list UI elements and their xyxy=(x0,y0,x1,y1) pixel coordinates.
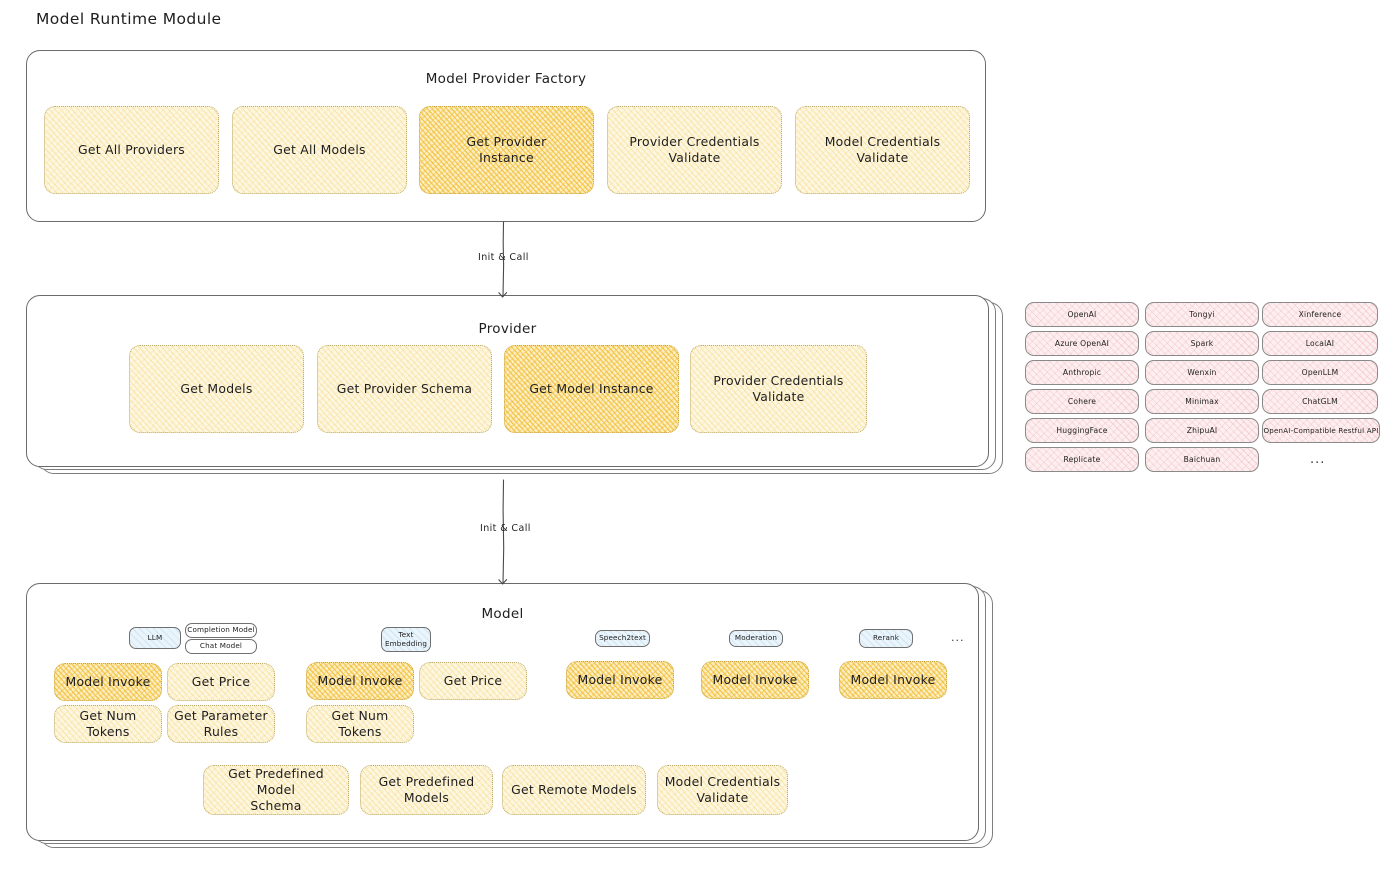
provider-chip-2-1[interactable]: LocalAI xyxy=(1262,331,1378,356)
model-method-box-2[interactable]: Get Num Tokens xyxy=(54,705,162,743)
provider-chip-2-2[interactable]: OpenLLM xyxy=(1262,360,1378,385)
model-type-pill-1[interactable]: Completion Model xyxy=(185,623,257,638)
provider-chip-0-5[interactable]: Replicate xyxy=(1025,447,1139,472)
provider-chip-0-2[interactable]: Anthropic xyxy=(1025,360,1139,385)
factory-method-box-0[interactable]: Get All Providers xyxy=(44,106,219,194)
model-method-box-7[interactable]: Model Invoke xyxy=(566,661,674,699)
provider-method-box-2[interactable]: Get Model Instance xyxy=(504,345,679,433)
provider-chip-2-0[interactable]: Xinference xyxy=(1262,302,1378,327)
provider-method-box-0[interactable]: Get Models xyxy=(129,345,304,433)
provider-list-ellipsis: ... xyxy=(1310,452,1326,467)
provider-chip-2-3[interactable]: ChatGLM xyxy=(1262,389,1378,414)
provider-chip-1-1[interactable]: Spark xyxy=(1145,331,1259,356)
provider-chip-0-4[interactable]: HuggingFace xyxy=(1025,418,1139,443)
provider-method-box-1[interactable]: Get Provider Schema xyxy=(317,345,492,433)
provider-chip-1-2[interactable]: Wenxin xyxy=(1145,360,1259,385)
model-method-box-12[interactable]: Get Remote Models xyxy=(502,765,646,815)
provider-chip-1-5[interactable]: Baichuan xyxy=(1145,447,1259,472)
arrow-label-1: Init & Call xyxy=(480,523,531,534)
model-method-box-0[interactable]: Model Invoke xyxy=(54,663,162,701)
model-type-pill-0[interactable]: LLM xyxy=(129,627,181,649)
panel-title-model: Model xyxy=(481,606,524,622)
model-type-pill-4[interactable]: Speech2text xyxy=(595,630,650,647)
arrow-label-0: Init & Call xyxy=(478,252,529,263)
model-method-box-1[interactable]: Get Price xyxy=(167,663,275,701)
model-method-box-6[interactable]: Get Num Tokens xyxy=(306,705,414,743)
model-method-box-9[interactable]: Model Invoke xyxy=(839,661,947,699)
provider-chip-0-1[interactable]: Azure OpenAI xyxy=(1025,331,1139,356)
model-type-ellipsis: ... xyxy=(951,631,965,644)
model-type-pill-6[interactable]: Rerank xyxy=(859,629,913,648)
page-title: Model Runtime Module xyxy=(36,10,222,28)
factory-method-box-1[interactable]: Get All Models xyxy=(232,106,407,194)
model-type-pill-2[interactable]: Chat Model xyxy=(185,639,257,654)
provider-chip-0-3[interactable]: Cohere xyxy=(1025,389,1139,414)
model-method-box-5[interactable]: Get Price xyxy=(419,662,527,700)
provider-chip-0-0[interactable]: OpenAI xyxy=(1025,302,1139,327)
provider-chip-2-4[interactable]: OpenAI-Compatible Restful API xyxy=(1262,418,1380,443)
model-method-box-8[interactable]: Model Invoke xyxy=(701,661,809,699)
model-method-box-4[interactable]: Model Invoke xyxy=(306,662,414,700)
model-type-pill-5[interactable]: Moderation xyxy=(729,630,783,647)
provider-chip-1-3[interactable]: Minimax xyxy=(1145,389,1259,414)
panel-title-provider: Provider xyxy=(478,321,537,337)
panel-title-model-provider-factory: Model Provider Factory xyxy=(425,71,587,87)
provider-chip-1-4[interactable]: ZhipuAI xyxy=(1145,418,1259,443)
provider-chip-1-0[interactable]: Tongyi xyxy=(1145,302,1259,327)
